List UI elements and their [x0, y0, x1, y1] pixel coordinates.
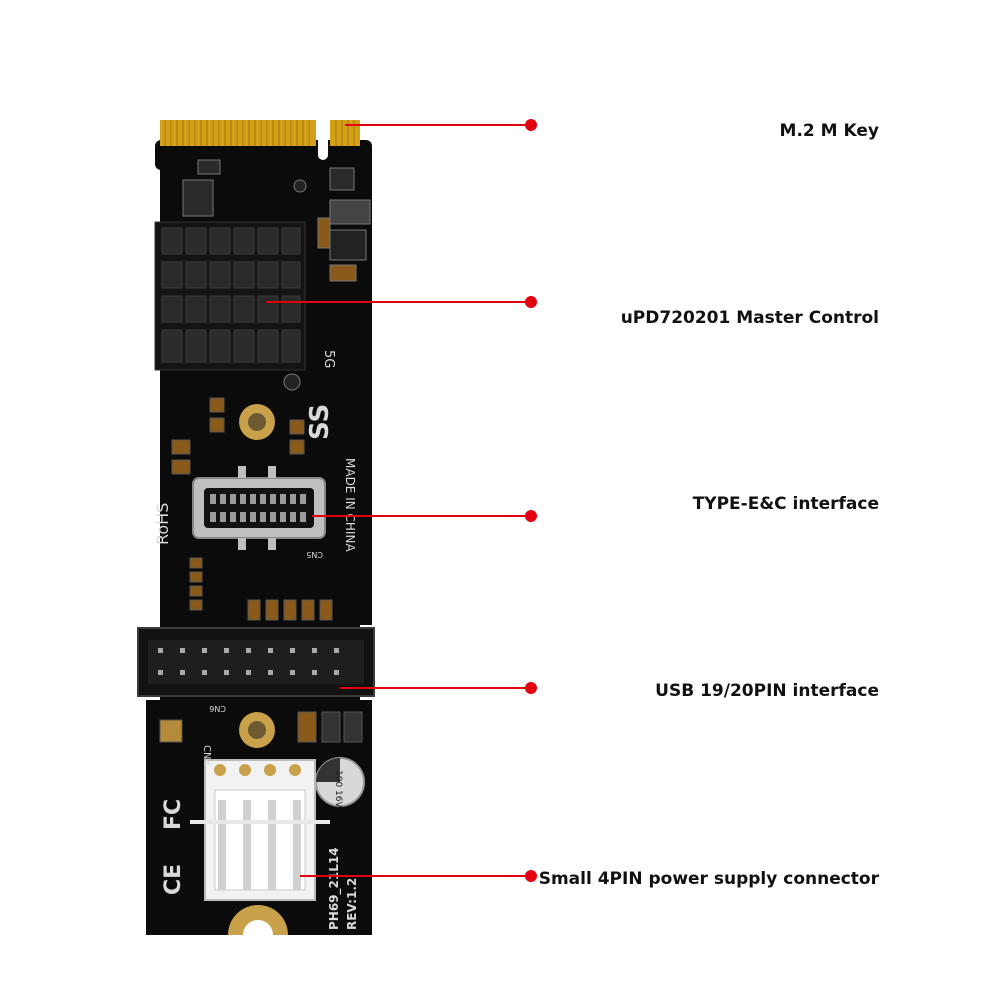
usb-20pin-header	[137, 627, 375, 697]
callout-line-usb-header	[340, 682, 537, 694]
silkscreen: RoHS MADE IN CHINA SS 5G PH69_21L14 REV:…	[153, 350, 359, 930]
type-e-connector	[192, 466, 326, 550]
silk-rohs: RoHS	[153, 503, 172, 545]
power-4pin-connector	[190, 759, 330, 901]
silk-5g: 5G	[321, 350, 336, 368]
callout-label-power-connector: Small 4PIN power supply connector	[538, 869, 879, 889]
mounting-notch-bottom	[228, 905, 288, 935]
callout-lines	[266, 119, 537, 882]
callout-label-type-e-c: TYPE-E&C interface	[692, 494, 879, 514]
callout-line-type-e-c	[312, 510, 537, 522]
silk-ss-logo: SS	[305, 404, 335, 440]
electrolytic-capacitor	[315, 757, 365, 807]
silk-cn6: CN6	[209, 704, 226, 713]
callout-label-m2-key: M.2 M Key	[779, 121, 879, 141]
mounting-hole-upper	[239, 404, 275, 440]
gold-fingers	[160, 120, 360, 160]
silk-rev: REV:1.2	[345, 878, 359, 930]
smd-components-lower	[159, 711, 363, 743]
capacitor-bank	[189, 557, 333, 621]
callout-line-m2-key	[345, 119, 537, 131]
silk-made-in: MADE IN CHINA	[343, 458, 357, 552]
silk-fcc-logo: FC	[161, 799, 186, 830]
silk-model: PH69_21L14	[327, 847, 342, 930]
callout-line-power-connector	[300, 870, 537, 882]
silk-cn4: CN4	[201, 745, 212, 766]
callout-line-master-control	[266, 296, 537, 308]
silk-cn5: CN5	[306, 550, 323, 559]
smd-components-top	[182, 159, 371, 391]
mounting-hole-lower	[239, 712, 275, 748]
smd-components-mid	[171, 397, 305, 475]
heatsink	[154, 221, 306, 371]
callout-label-usb-header: USB 19/20PIN interface	[655, 681, 879, 701]
silk-ce-logo: CE	[161, 864, 186, 895]
callout-label-master-control: uPD720201 Master Control	[620, 308, 879, 328]
silk-capacitor-rating: 100 16V	[333, 770, 343, 808]
